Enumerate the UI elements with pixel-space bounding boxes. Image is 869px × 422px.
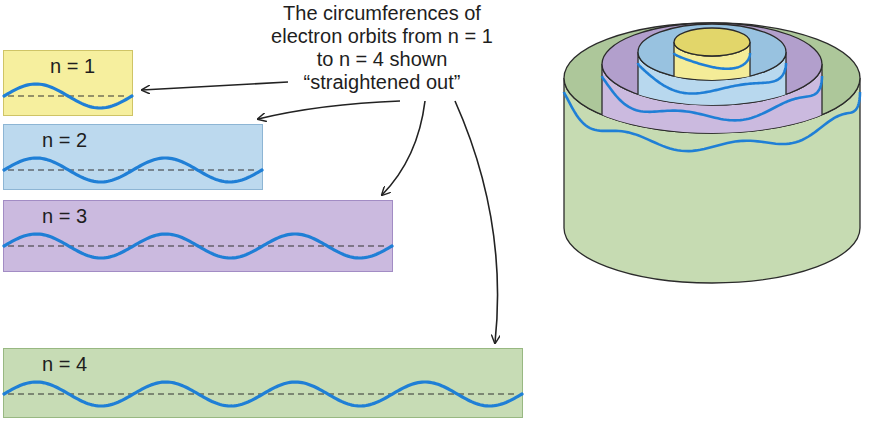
standing-wave: [4, 382, 522, 406]
standing-wave: [4, 158, 262, 182]
standing-wave: [4, 84, 132, 108]
orbit-box: n = 4: [3, 348, 523, 418]
callout-text: The circumferences of electron orbits fr…: [271, 2, 493, 93]
orbit-cylinders: [564, 23, 860, 283]
leader-line: [258, 101, 400, 119]
orbit-box: n = 3: [3, 200, 393, 272]
orbit-number: n = 4: [42, 353, 87, 376]
leader-line: [455, 101, 498, 343]
callout-box: The circumferences of electron orbits fr…: [262, 2, 502, 94]
inner-cylinders: [674, 28, 750, 122]
orbit-number: n = 1: [50, 55, 95, 78]
cylinder-rim: [674, 28, 750, 56]
orbit-wave: [674, 53, 750, 69]
leader-line: [382, 101, 425, 195]
inner-cylinders: [602, 23, 822, 223]
orbit-number: n = 3: [42, 205, 87, 228]
inner-cylinders: [638, 24, 786, 172]
orbit-number: n = 2: [42, 129, 87, 152]
leader-line: [142, 82, 288, 90]
standing-wave: [4, 234, 392, 258]
